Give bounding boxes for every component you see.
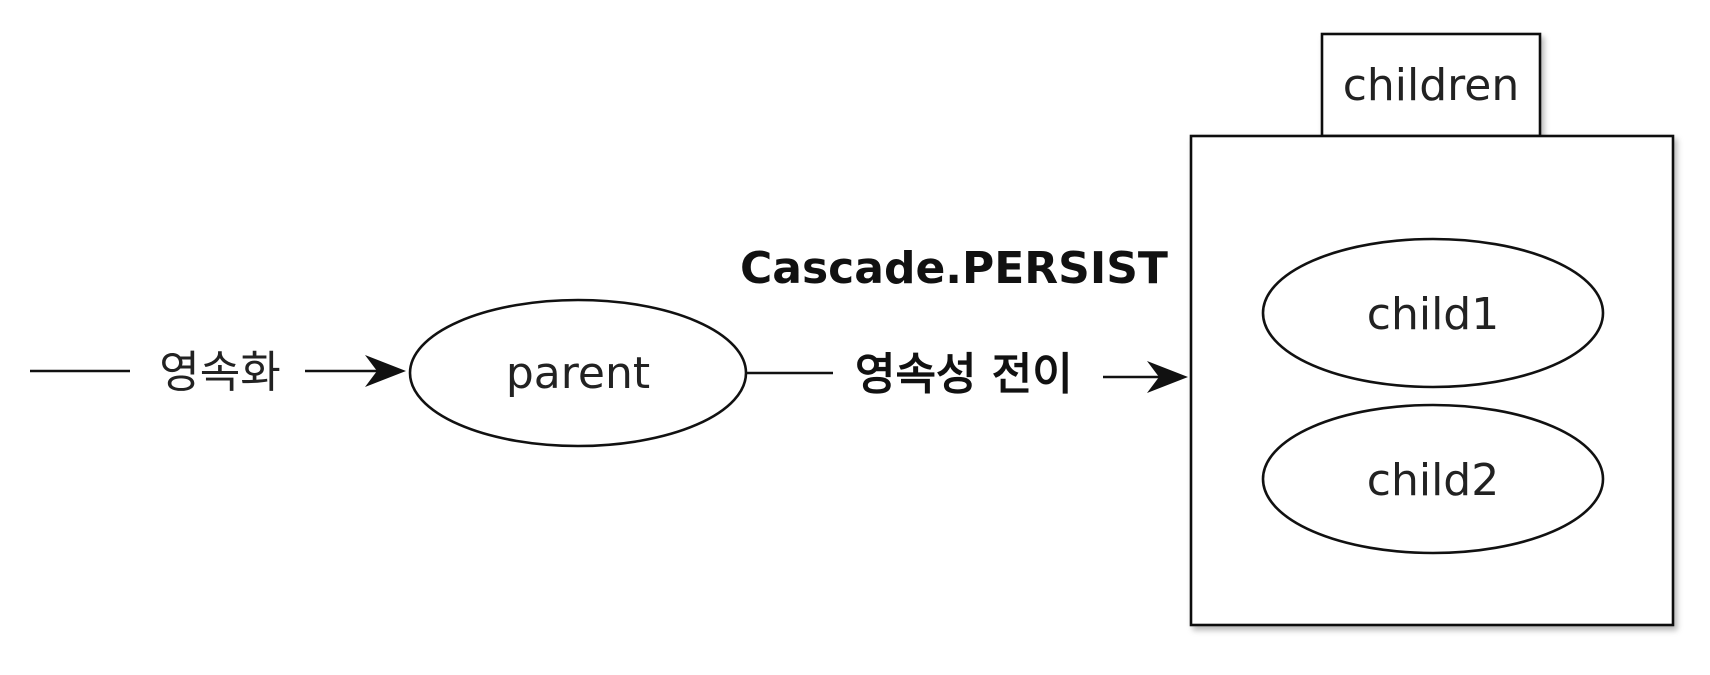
transition-label: 영속성 전이	[855, 349, 1073, 400]
child1-label: child1	[1367, 289, 1499, 340]
children-tab	[1320, 32, 1542, 138]
child2-node: child2	[1261, 403, 1605, 555]
transition-arrowhead	[1147, 361, 1188, 393]
children-collection: children child1 child2	[1189, 32, 1675, 627]
cascade-label: Cascade.PERSIST	[740, 243, 1168, 294]
child1-node: child1	[1261, 237, 1605, 389]
child1-ellipse	[1261, 237, 1605, 389]
input-label: 영속화	[159, 347, 280, 398]
child2-ellipse	[1261, 403, 1605, 555]
incoming-arrowhead	[365, 355, 406, 387]
child2-label: child2	[1367, 455, 1499, 506]
parent-node: parent	[408, 298, 748, 448]
children-label: children	[1343, 60, 1520, 111]
parent-label: parent	[506, 348, 650, 399]
